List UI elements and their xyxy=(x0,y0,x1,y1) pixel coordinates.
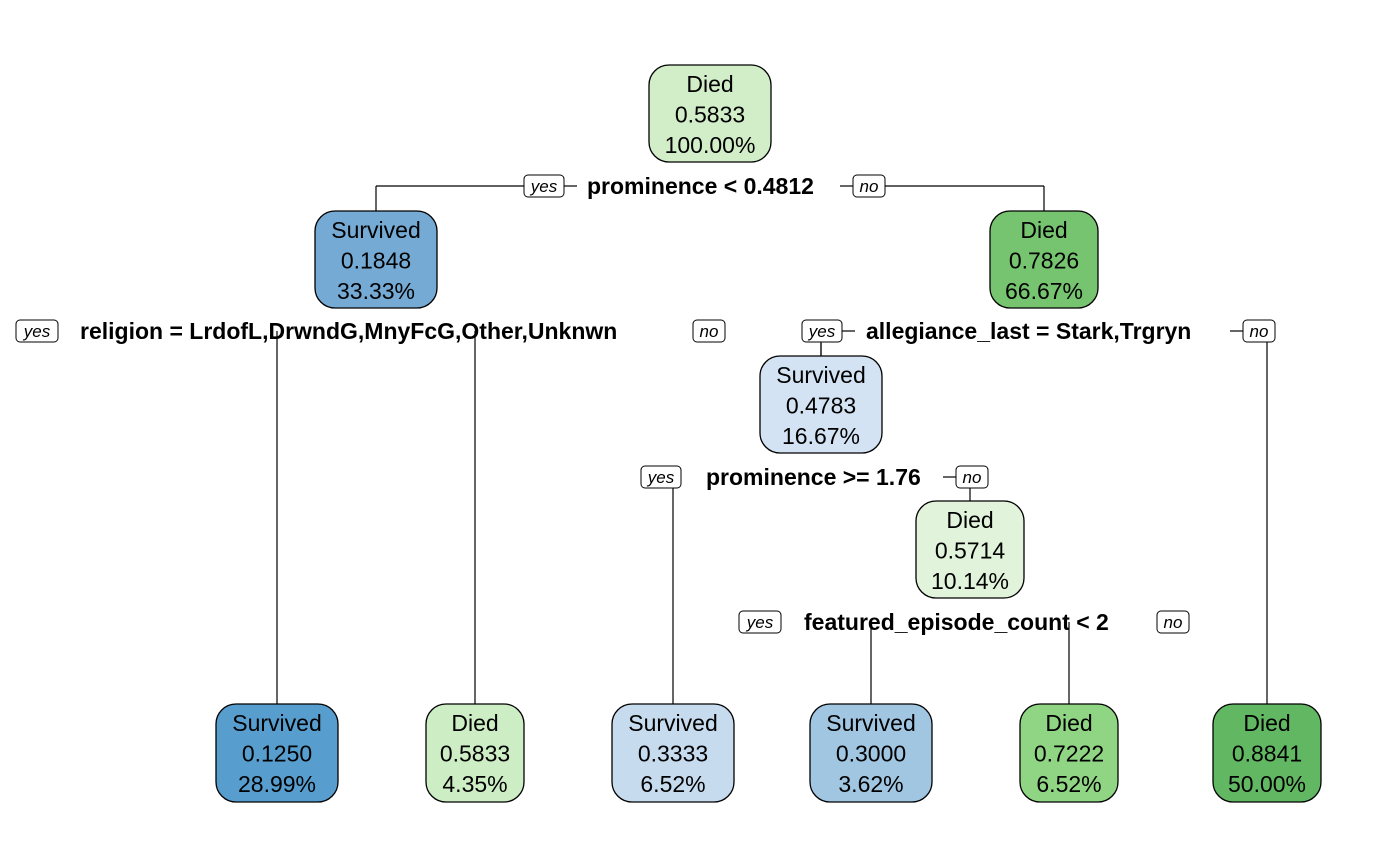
node-class-label: Died xyxy=(1243,710,1290,736)
node-class-label: Survived xyxy=(776,362,865,388)
no-label: no xyxy=(852,174,886,198)
tree-node-n3: Died 0.7826 66.67% xyxy=(989,210,1099,309)
node-box xyxy=(809,703,933,803)
tree-node-n1: Died 0.5833 100.00% xyxy=(648,64,772,163)
no-label: no xyxy=(692,319,726,343)
yes-label-box xyxy=(801,319,843,343)
node-percentage: 6.52% xyxy=(640,771,705,797)
yes-label-box xyxy=(523,174,565,198)
node-probability: 0.7826 xyxy=(1009,248,1079,274)
node-box xyxy=(611,703,735,803)
yes-label-text: yes xyxy=(530,177,558,196)
tree-node-n4: Survived 0.1250 28.99% xyxy=(215,703,339,803)
no-label-box xyxy=(1156,610,1190,634)
node-box xyxy=(759,355,883,454)
no-label-box xyxy=(692,319,726,343)
yes-label: yes xyxy=(15,319,59,343)
node-percentage: 100.00% xyxy=(665,132,756,158)
node-probability: 0.1848 xyxy=(341,248,411,274)
tree-node-n13: Died 0.5714 10.14% xyxy=(915,500,1025,599)
node-percentage: 28.99% xyxy=(238,771,316,797)
yes-label-box xyxy=(640,465,682,489)
node-probability: 0.5833 xyxy=(675,102,745,128)
yes-label-box xyxy=(15,319,59,343)
split-condition: prominence >= 1.76 xyxy=(706,464,921,490)
no-label-text: no xyxy=(963,468,982,487)
node-box xyxy=(989,210,1099,309)
split-s1: yes no prominence < 0.4812 xyxy=(375,173,1045,211)
no-label-box xyxy=(1242,319,1276,343)
no-label: no xyxy=(1156,610,1190,634)
node-class-label: Survived xyxy=(232,710,321,736)
yes-label-text: yes xyxy=(808,322,836,341)
tree-node-n5: Died 0.5833 4.35% xyxy=(425,703,525,803)
no-label-box xyxy=(955,465,989,489)
no-label-text: no xyxy=(860,177,879,196)
split-condition: religion = LrdofL,DrwndG,MnyFcG,Other,Un… xyxy=(80,318,617,344)
yes-label: yes xyxy=(523,174,565,198)
no-label-text: no xyxy=(1250,322,1269,341)
node-box xyxy=(1212,703,1322,803)
split-s13: yes no featured_episode_count < 2 xyxy=(738,609,1190,704)
node-percentage: 50.00% xyxy=(1228,771,1306,797)
node-percentage: 66.67% xyxy=(1005,278,1083,304)
node-box xyxy=(915,500,1025,599)
split-condition: prominence < 0.4812 xyxy=(587,173,814,199)
node-probability: 0.5714 xyxy=(935,538,1006,564)
no-label-box xyxy=(852,174,886,198)
node-class-label: Died xyxy=(1020,217,1067,243)
node-box xyxy=(1019,703,1119,803)
node-percentage: 16.67% xyxy=(782,423,860,449)
node-percentage: 3.62% xyxy=(838,771,903,797)
node-class-label: Survived xyxy=(826,710,915,736)
node-box xyxy=(215,703,339,803)
tree-node-n12: Survived 0.3333 6.52% xyxy=(611,703,735,803)
split-condition: featured_episode_count < 2 xyxy=(804,609,1109,635)
node-probability: 0.3333 xyxy=(638,741,708,767)
no-label-text: no xyxy=(700,322,719,341)
node-class-label: Died xyxy=(1045,710,1092,736)
no-label: no xyxy=(1242,319,1276,343)
node-probability: 0.3000 xyxy=(836,741,906,767)
yes-label-text: yes xyxy=(746,613,774,632)
node-class-label: Died xyxy=(946,507,993,533)
no-label-text: no xyxy=(1164,613,1183,632)
split-s3: yes no allegiance_last = Stark,Trgryn xyxy=(801,318,1276,704)
tree-node-n2: Survived 0.1848 33.33% xyxy=(314,210,438,309)
tree-node-n7: Died 0.8841 50.00% xyxy=(1212,703,1322,803)
yes-label: yes xyxy=(640,465,682,489)
tree-node-n6: Survived 0.4783 16.67% xyxy=(759,355,883,454)
node-box xyxy=(648,64,772,163)
tree-node-n26: Survived 0.3000 3.62% xyxy=(809,703,933,803)
tree-node-n27: Died 0.7222 6.52% xyxy=(1019,703,1119,803)
yes-label: yes xyxy=(738,610,782,634)
node-class-label: Died xyxy=(686,71,733,97)
node-box xyxy=(425,703,525,803)
node-probability: 0.4783 xyxy=(786,393,856,419)
node-class-label: Survived xyxy=(331,217,420,243)
tree-nodes: Died 0.5833 100.00% Survived 0.1848 33.33% Die… xyxy=(215,64,1322,803)
node-percentage: 6.52% xyxy=(1036,771,1101,797)
node-percentage: 33.33% xyxy=(337,278,415,304)
split-s6: yes no prominence >= 1.76 xyxy=(640,464,989,704)
node-percentage: 4.35% xyxy=(442,771,507,797)
yes-label-text: yes xyxy=(647,468,675,487)
yes-label: yes xyxy=(801,319,843,343)
node-class-label: Died xyxy=(451,710,498,736)
node-class-label: Survived xyxy=(628,710,717,736)
no-label: no xyxy=(955,465,989,489)
split-s2: yes no religion = LrdofL,DrwndG,MnyFcG,Oth… xyxy=(15,318,726,704)
node-probability: 0.1250 xyxy=(242,741,312,767)
node-probability: 0.7222 xyxy=(1034,741,1104,767)
node-probability: 0.5833 xyxy=(440,741,510,767)
split-condition: allegiance_last = Stark,Trgryn xyxy=(866,318,1191,344)
yes-label-text: yes xyxy=(23,322,51,341)
yes-label-box xyxy=(738,610,782,634)
node-box xyxy=(314,210,438,309)
node-percentage: 10.14% xyxy=(931,568,1009,594)
node-probability: 0.8841 xyxy=(1232,741,1302,767)
tree-edges: yes no prominence < 0.4812 yes no religion = … xyxy=(15,173,1276,704)
